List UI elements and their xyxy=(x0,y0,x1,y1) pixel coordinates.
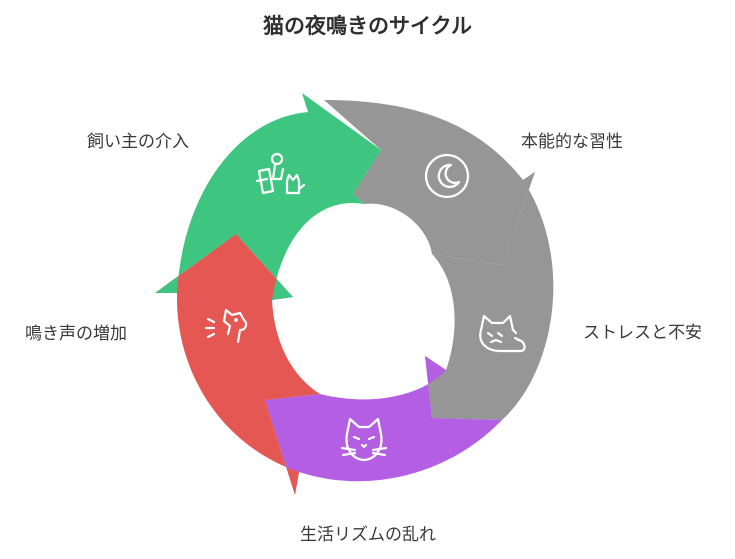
cycle-segment-intervention xyxy=(155,93,381,300)
label-intervention: 飼い主の介入 xyxy=(87,132,189,152)
cycle-segment-stress xyxy=(425,172,554,420)
meowing-cat-icon xyxy=(204,308,248,344)
moon-icon xyxy=(424,153,470,199)
label-stress: ストレスと不安 xyxy=(583,323,702,343)
cat-face-icon xyxy=(340,417,388,462)
diagram-title: 猫の夜鳴きのサイクル xyxy=(263,14,472,38)
cycle-segment-meowing xyxy=(155,234,320,495)
label-rhythm: 生活リズムの乱れ xyxy=(300,525,436,545)
cycle-segment-instinct xyxy=(324,100,535,265)
cycle-segment-rhythm xyxy=(265,356,502,495)
label-instinct: 本能的な習性 xyxy=(521,132,623,152)
anxious-cat-icon xyxy=(479,314,526,353)
label-meowing: 鳴き声の増加 xyxy=(25,324,127,344)
owner-with-cat-icon xyxy=(255,152,306,195)
